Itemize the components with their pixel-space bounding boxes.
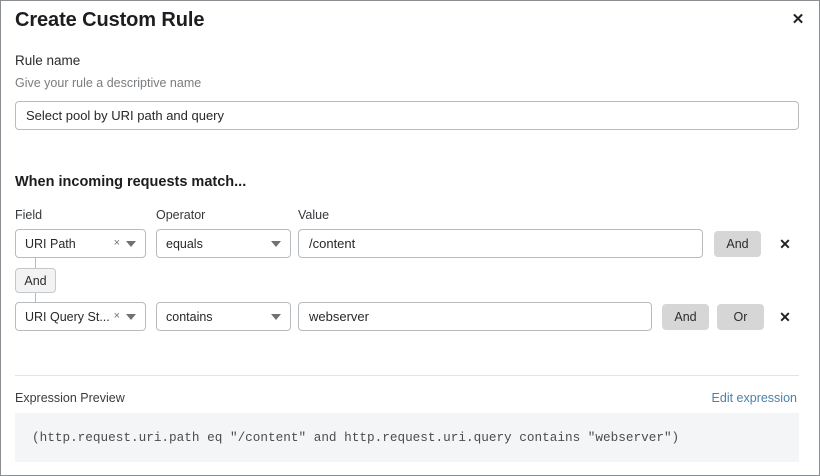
expression-preview-code: (http.request.uri.path eq "/content" and… [15, 413, 799, 462]
or-button-row-2[interactable]: Or [717, 304, 764, 330]
chevron-down-icon [271, 240, 281, 247]
and-button-row-2[interactable]: And [662, 304, 709, 330]
operator-select-row-1[interactable]: equals [156, 229, 291, 258]
rule-name-input[interactable] [15, 101, 799, 130]
page-title: Create Custom Rule [15, 9, 205, 31]
rule-name-hint: Give your rule a descriptive name [15, 76, 202, 90]
value-input-row-2[interactable] [298, 302, 652, 331]
column-header-operator: Operator [156, 208, 206, 222]
close-icon[interactable]: ✕ [785, 6, 811, 32]
chevron-down-icon [126, 313, 136, 320]
delete-row-icon[interactable]: ✕ [775, 307, 795, 327]
expression-preview-label: Expression Preview [15, 391, 125, 405]
field-select-row-2-value: URI Query St... [25, 309, 110, 324]
column-header-field: Field [15, 208, 43, 222]
operator-select-row-1-value: equals [166, 236, 203, 251]
clear-icon[interactable]: × [113, 237, 120, 249]
and-button-row-1[interactable]: And [714, 231, 761, 257]
chevron-down-icon [126, 240, 136, 247]
connector-and-badge[interactable]: And [15, 268, 56, 293]
connector-line-top [35, 258, 36, 269]
clear-icon[interactable]: × [113, 310, 120, 322]
field-select-row-1-value: URI Path [25, 236, 76, 251]
operator-select-row-2[interactable]: contains [156, 302, 291, 331]
chevron-down-icon [271, 313, 281, 320]
value-input-row-1[interactable] [298, 229, 703, 258]
delete-row-icon[interactable]: ✕ [775, 234, 795, 254]
column-header-value: Value [298, 208, 330, 222]
rule-name-label: Rule name [15, 53, 81, 68]
divider [15, 375, 799, 376]
field-select-row-2[interactable]: URI Query St... × [15, 302, 146, 331]
field-select-row-1[interactable]: URI Path × [15, 229, 146, 258]
match-section-heading: When incoming requests match... [15, 174, 247, 190]
connector-line-bottom [35, 293, 36, 302]
edit-expression-link[interactable]: Edit expression [711, 391, 797, 405]
operator-select-row-2-value: contains [166, 309, 213, 324]
